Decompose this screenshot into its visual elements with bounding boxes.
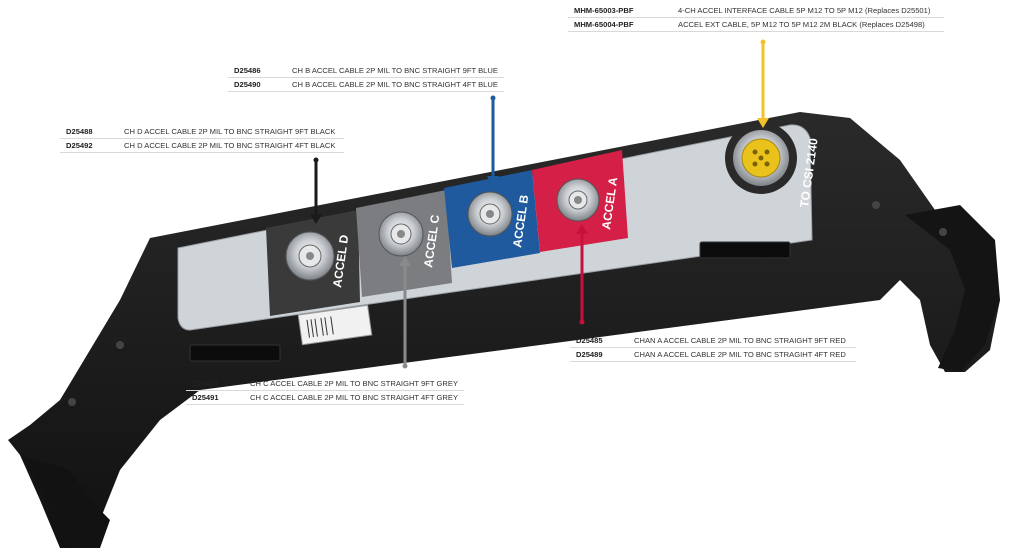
part-description: CH B ACCEL CABLE 2P MIL TO BNC STRAIGHT … <box>292 79 498 89</box>
callout-accel-a: D25485 CHAN A ACCEL CABLE 2P MIL TO BNC … <box>570 334 856 362</box>
left-foot <box>20 455 110 548</box>
part-description: CH D ACCEL CABLE 2P MIL TO BNC STRAIGHT … <box>124 140 336 150</box>
part-number: D25492 <box>66 140 93 150</box>
part-description: CH D ACCEL CABLE 2P MIL TO BNC STRAIGHT … <box>124 126 336 136</box>
part-description: CHAN A ACCEL CABLE 2P MIL TO BNC STRAIGH… <box>634 335 846 345</box>
callout-row: MHM-65003-PBF 4-CH ACCEL INTERFACE CABLE… <box>568 4 944 18</box>
part-number: D25487 <box>192 378 219 388</box>
part-description: 4-CH ACCEL INTERFACE CABLE 5P M12 TO 5P … <box>678 5 931 15</box>
screw <box>116 341 124 349</box>
vent <box>189 344 281 362</box>
callout-accel-b: D25486 CH B ACCEL CABLE 2P MIL TO BNC ST… <box>228 64 504 92</box>
part-description: CH C ACCEL CABLE 2P MIL TO BNC STRAIGHT … <box>250 378 459 388</box>
part-number: D25486 <box>234 65 261 75</box>
callout-row: MHM-65004-PBF ACCEL EXT CABLE, 5P M12 TO… <box>568 18 944 32</box>
bnc-connector-a <box>556 178 600 222</box>
callout-accel-d: D25488 CH D ACCEL CABLE 2P MIL TO BNC ST… <box>60 125 344 153</box>
part-description: ACCEL EXT CABLE, 5P M12 TO 5P M12 2M BLA… <box>678 19 925 29</box>
part-number: D25491 <box>192 392 219 402</box>
callout-row: D25490 CH B ACCEL CABLE 2P MIL TO BNC ST… <box>228 78 504 92</box>
part-number: D25490 <box>234 79 261 89</box>
screw <box>68 398 76 406</box>
callout-row: D25487 CH C ACCEL CABLE 2P MIL TO BNC ST… <box>186 377 464 391</box>
part-number: MHM-65003-PBF <box>574 5 634 15</box>
callout-row: D25489 CHAN A ACCEL CABLE 2P MIL TO BNC … <box>570 348 856 362</box>
part-number: MHM-65004-PBF <box>574 19 634 29</box>
part-number: D25485 <box>576 335 603 345</box>
callout-accel-c: D25487 CH C ACCEL CABLE 2P MIL TO BNC ST… <box>186 377 464 405</box>
barcode-label <box>297 304 373 346</box>
vent <box>699 241 791 259</box>
callout-row: D25485 CHAN A ACCEL CABLE 2P MIL TO BNC … <box>570 334 856 348</box>
callout-interface-cables: MHM-65003-PBF 4-CH ACCEL INTERFACE CABLE… <box>568 4 944 32</box>
screw <box>939 228 947 236</box>
part-number: D25489 <box>576 349 603 359</box>
part-description: CH C ACCEL CABLE 2P MIL TO BNC STRAIGHT … <box>250 392 459 402</box>
callout-row: D25492 CH D ACCEL CABLE 2P MIL TO BNC ST… <box>60 139 344 153</box>
screw <box>872 201 880 209</box>
part-description: CH B ACCEL CABLE 2P MIL TO BNC STRAIGHT … <box>292 65 498 75</box>
callout-row: D25486 CH B ACCEL CABLE 2P MIL TO BNC ST… <box>228 64 504 78</box>
callout-row: D25491 CH C ACCEL CABLE 2P MIL TO BNC ST… <box>186 391 464 405</box>
part-number: D25488 <box>66 126 93 136</box>
bnc-connector-b <box>467 191 513 237</box>
part-description: CHAN A ACCEL CABLE 2P MIL TO BNC STRAGIH… <box>634 349 846 359</box>
m12-connector <box>725 122 797 194</box>
right-handle <box>905 205 1000 372</box>
bnc-connector-c <box>378 211 424 257</box>
bnc-connector-d <box>285 231 335 281</box>
callout-row: D25488 CH D ACCEL CABLE 2P MIL TO BNC ST… <box>60 125 344 139</box>
